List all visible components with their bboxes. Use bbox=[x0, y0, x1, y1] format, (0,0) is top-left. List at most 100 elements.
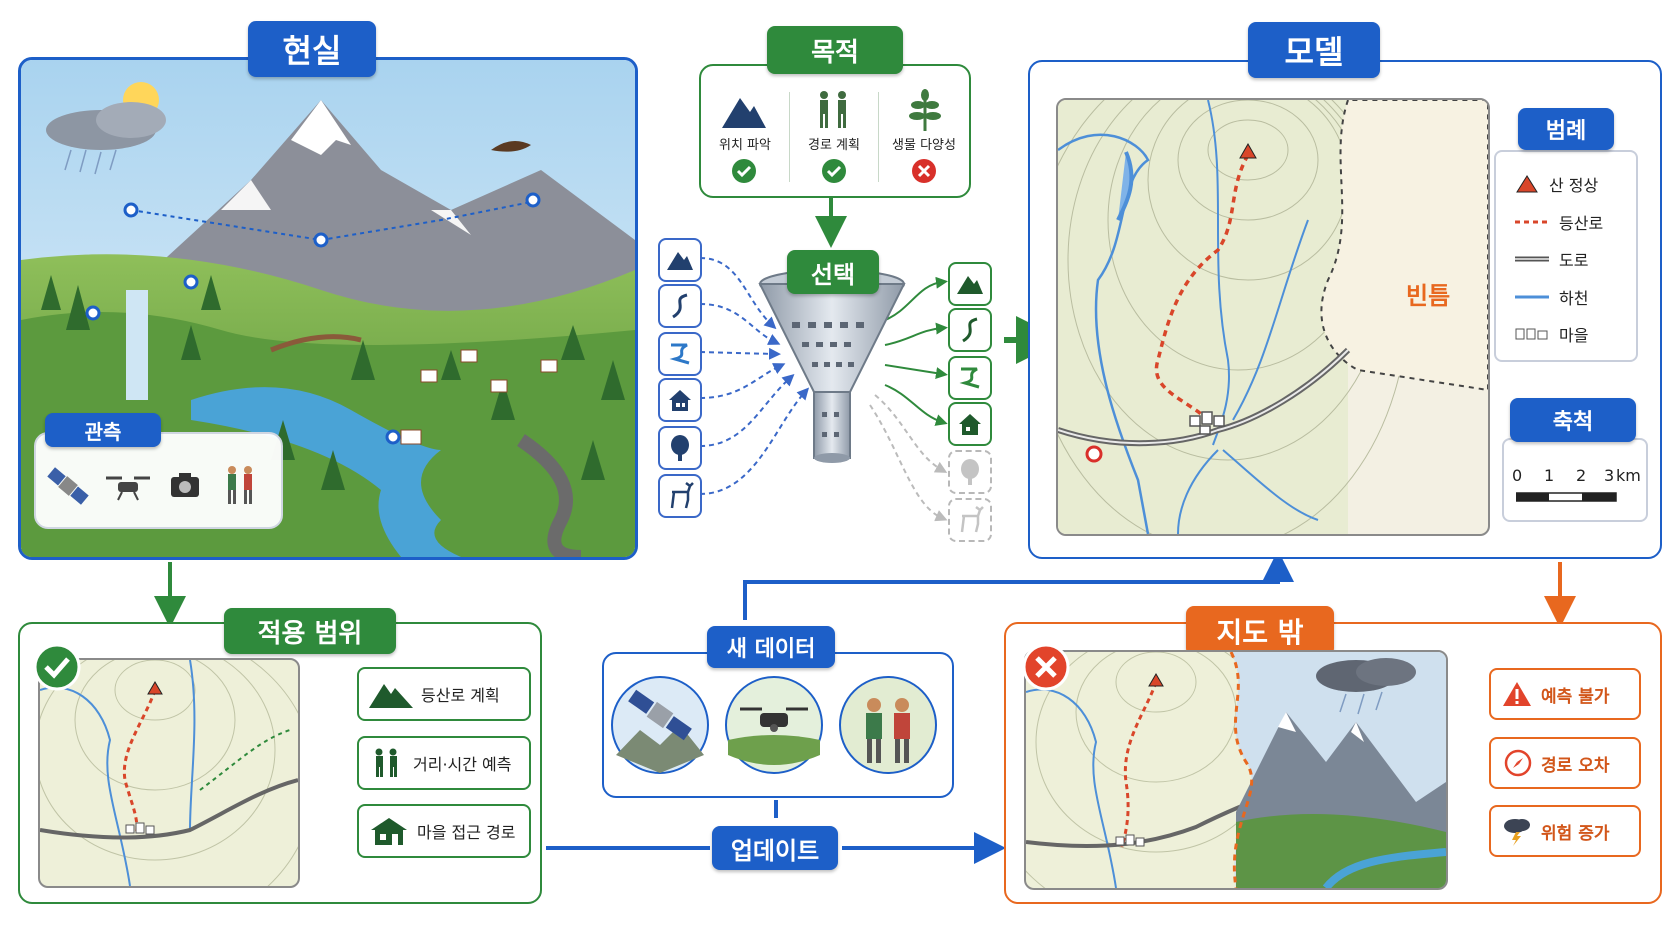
trail-line-icon bbox=[1515, 220, 1549, 224]
cross-icon bbox=[1022, 643, 1070, 691]
road-line-icon bbox=[1515, 256, 1549, 262]
new-data-drone-image bbox=[725, 676, 823, 774]
observation-icons bbox=[47, 466, 252, 505]
purpose-item-label: 위치 파악 bbox=[719, 138, 771, 153]
use-item-trail-planning: 등산로 계획 bbox=[357, 667, 531, 721]
tree-icon bbox=[671, 435, 689, 461]
legend-item-trail: 등산로 bbox=[1515, 210, 1603, 234]
storm-icon bbox=[1504, 819, 1530, 846]
scale-tick: 3 bbox=[1604, 466, 1615, 485]
village-icon bbox=[1515, 328, 1548, 340]
peak-marker-icon bbox=[147, 681, 163, 695]
compass-icon bbox=[1504, 749, 1532, 777]
start-marker-icon bbox=[1085, 445, 1103, 463]
peak-marker-icon bbox=[1239, 142, 1257, 159]
purpose-item-label: 생물 다양성 bbox=[892, 138, 956, 153]
plant-icon bbox=[909, 89, 941, 131]
peak-icon bbox=[1516, 175, 1538, 193]
trail-icon bbox=[672, 293, 688, 319]
check-icon bbox=[822, 159, 846, 183]
new-data-surveyors-image bbox=[839, 676, 937, 774]
scope-title: 적용 범위 bbox=[224, 608, 396, 654]
trail-icon bbox=[962, 317, 978, 343]
deer-icon bbox=[670, 482, 694, 509]
input-river bbox=[658, 332, 702, 376]
input-trail bbox=[658, 284, 702, 328]
output-village bbox=[948, 402, 992, 446]
legend-item-road: 도로 bbox=[1515, 247, 1588, 271]
update-label: 업데이트 bbox=[712, 826, 838, 870]
risk-item-route-error: 경로 오차 bbox=[1489, 737, 1641, 789]
check-icon bbox=[33, 643, 81, 691]
hikers-icon bbox=[820, 91, 846, 128]
warning-icon bbox=[1503, 682, 1531, 706]
input-mountain bbox=[658, 238, 702, 282]
river-icon bbox=[669, 343, 690, 365]
scale-tick: 1 bbox=[1544, 466, 1555, 485]
new-data-satellite-image bbox=[611, 676, 709, 774]
scope-map bbox=[38, 658, 300, 888]
village-marker-icon bbox=[1115, 834, 1145, 847]
output-river bbox=[948, 356, 992, 400]
off-map-title: 지도 밖 bbox=[1186, 606, 1334, 656]
village-marker-icon bbox=[1189, 411, 1225, 435]
mountain-icon bbox=[667, 252, 693, 270]
input-tree bbox=[658, 426, 702, 470]
drone-icon bbox=[740, 707, 808, 732]
drone-icon bbox=[106, 476, 150, 501]
output-deer-excluded bbox=[948, 498, 992, 542]
hikers-icon bbox=[375, 748, 397, 777]
legend-item-river: 하천 bbox=[1515, 285, 1588, 309]
new-data-title: 새 데이터 bbox=[707, 626, 835, 668]
reality-panel bbox=[18, 57, 638, 560]
purpose-item-label: 경로 계획 bbox=[808, 138, 860, 153]
off-map-image bbox=[1024, 650, 1448, 890]
cross-icon bbox=[912, 159, 936, 183]
mountain-icon bbox=[957, 276, 983, 294]
legend-title: 범례 bbox=[1518, 108, 1614, 150]
peak-marker-icon bbox=[1148, 673, 1164, 687]
model-title: 모델 bbox=[1248, 22, 1380, 78]
village-marker-icon bbox=[125, 822, 155, 835]
tree-icon bbox=[961, 459, 979, 485]
gap-label: 빈틈 bbox=[1406, 282, 1451, 310]
purpose-title: 목적 bbox=[767, 26, 903, 74]
use-item-distance-time: 거리·시간 예측 bbox=[357, 736, 531, 790]
river-icon bbox=[959, 367, 980, 389]
legend-box bbox=[1494, 150, 1638, 362]
mountain-icon bbox=[369, 684, 413, 708]
hikers-icon bbox=[228, 466, 252, 504]
village-icon bbox=[371, 818, 407, 845]
input-deer bbox=[658, 474, 702, 518]
purpose-divider bbox=[878, 92, 879, 182]
village-icon bbox=[959, 414, 981, 435]
village-icon bbox=[669, 390, 691, 411]
model-map: 빈틈 bbox=[1056, 98, 1490, 536]
scale-bar bbox=[1516, 492, 1617, 502]
use-item-village-access: 마을 접근 경로 bbox=[357, 804, 531, 858]
output-tree-excluded bbox=[948, 450, 992, 494]
check-icon bbox=[732, 159, 756, 183]
observation-title: 관측 bbox=[45, 413, 161, 447]
hikers-icon bbox=[866, 698, 910, 763]
input-village bbox=[658, 378, 702, 422]
risk-item-danger-increase: 위험 증가 bbox=[1489, 805, 1641, 857]
output-mountain bbox=[948, 262, 992, 306]
scale-tick: 0 bbox=[1512, 466, 1523, 485]
purpose-divider bbox=[789, 92, 790, 182]
river-line-icon bbox=[1515, 295, 1549, 299]
output-trail bbox=[948, 308, 992, 352]
reality-title: 현실 bbox=[248, 21, 376, 77]
scale-unit: km bbox=[1616, 466, 1641, 485]
eagle-icon bbox=[491, 141, 531, 152]
deer-icon bbox=[960, 506, 984, 533]
legend-item-village: 마을 bbox=[1515, 322, 1588, 346]
camera-icon bbox=[171, 473, 199, 497]
satellite-icon bbox=[628, 689, 692, 741]
legend-item-peak: 산 정상 bbox=[1515, 172, 1598, 196]
scale-title: 축척 bbox=[1510, 398, 1636, 442]
risk-item-unpredictable: 예측 불가 bbox=[1489, 668, 1641, 720]
selection-title: 선택 bbox=[787, 250, 879, 294]
satellite-icon bbox=[47, 467, 89, 505]
